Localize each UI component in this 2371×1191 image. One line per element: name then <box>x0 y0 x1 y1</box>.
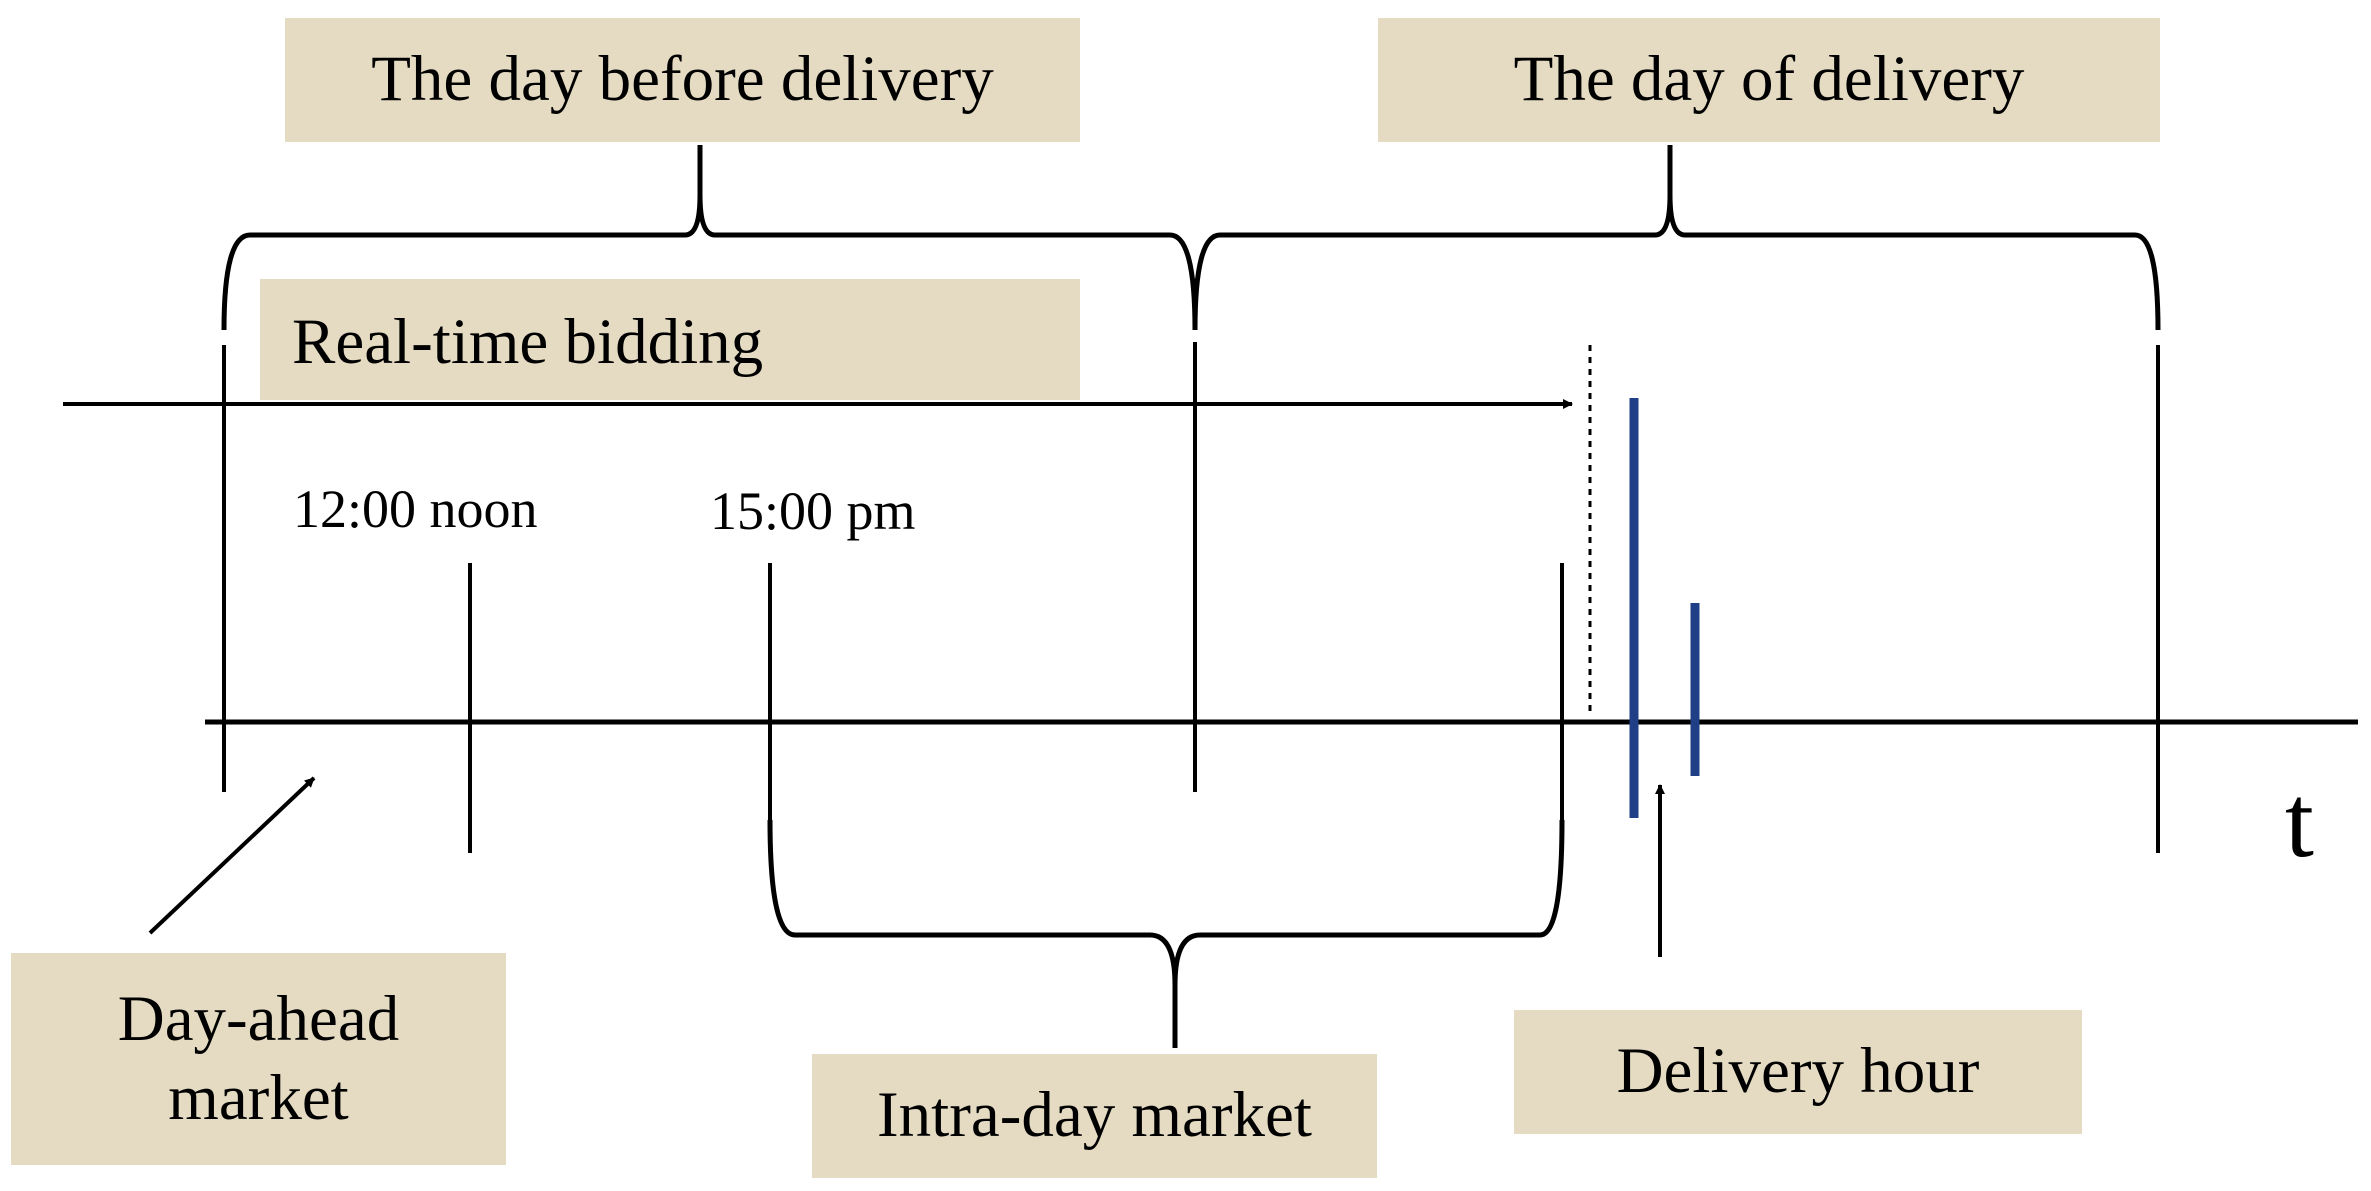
delivery-hour-label: Delivery hour <box>1616 1035 1980 1108</box>
day-before-label: The day before delivery <box>371 43 994 116</box>
day-of-box <box>1378 18 2160 142</box>
day-ahead-box <box>11 953 506 1165</box>
real-time-box <box>260 279 1080 400</box>
intraday-label: Intra-day market <box>877 1079 1312 1152</box>
day-ahead-label: Day-ahead market <box>11 953 506 1165</box>
delivery-hour-box <box>1514 1010 2082 1134</box>
real-time-label: Real-time bidding <box>292 306 764 378</box>
day-of-label: The day of delivery <box>1513 43 2025 116</box>
day-ahead-label-line1: Day-ahead <box>117 982 400 1055</box>
day-before-box <box>285 18 1080 142</box>
noon-label: 12:00 noon <box>293 479 538 539</box>
brace-day-before <box>221 145 1198 331</box>
axis-t-label: t <box>2285 764 2314 879</box>
brace-intraday <box>767 819 1565 1048</box>
day-ahead-label-line2: market <box>168 1062 349 1134</box>
brace-day-of <box>1192 145 2161 331</box>
intraday-box <box>812 1054 1377 1178</box>
pm-label: 15:00 pm <box>710 481 916 541</box>
day-ahead-arrow <box>148 776 316 935</box>
